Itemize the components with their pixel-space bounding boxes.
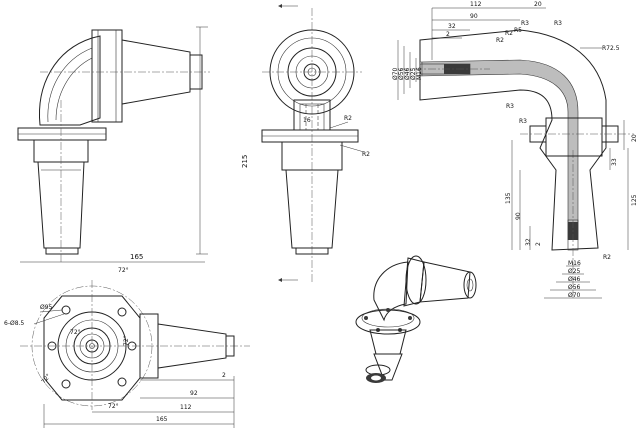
dim-90: 90 (470, 13, 478, 20)
dia-46-left: Ø46 (404, 67, 411, 80)
section-view: 112 20 90 32 2 R3 R3 R2 R5 R2 R72.5 R3 R… (392, 1, 638, 300)
label-r2-top: R2 (344, 115, 352, 122)
side-view: 16 R2 R2 (261, 4, 370, 282)
radius-r72-5: R72.5 (602, 45, 620, 52)
dim-165-bottom: 165 (156, 416, 168, 423)
dim-20-right: 20 (631, 134, 638, 142)
radius-r2-b: R2 (496, 37, 504, 44)
dim-33: 33 (611, 158, 618, 166)
dim-2: 2 (446, 31, 450, 38)
dim-32-vert: 32 (525, 238, 532, 246)
dia-95: Ø95 (40, 304, 53, 311)
angle-72-b: 72° (70, 329, 81, 336)
radius-r2-a: R2 (505, 30, 513, 37)
radius-r2-c: R2 (603, 254, 611, 261)
dim-92: 92 (190, 390, 198, 397)
m16-bottom: M16 (568, 260, 581, 267)
bottom-view: 72° 72° 72° 72° 72° Ø95 6-Ø8.5 2 92 112 … (4, 267, 250, 428)
dim-112: 112 (470, 1, 482, 8)
dim-125: 125 (631, 194, 638, 206)
angle-72-e: 72° (108, 403, 119, 410)
radius-r3-a: R3 (521, 20, 529, 27)
dim-32: 32 (448, 23, 456, 30)
angle-72-d: 72° (40, 373, 52, 386)
holes-spec: 6-Ø8.5 (4, 320, 24, 327)
label-16: 16 (303, 117, 311, 124)
radius-r3-c: R3 (506, 103, 514, 110)
m16-left: M16 (416, 67, 423, 80)
angle-72-a: 72° (118, 267, 129, 274)
dim-165: 165 (130, 253, 143, 261)
dia-70-left: Ø70 (392, 67, 399, 80)
dim-112-bottom: 112 (180, 404, 192, 411)
dim-215: 215 (241, 155, 249, 168)
dia-70-bottom: Ø70 (568, 292, 581, 299)
dim-135: 135 (505, 192, 512, 204)
isometric-view (355, 255, 477, 383)
dia-46-bottom: Ø46 (568, 276, 581, 283)
dia-25-bottom: Ø25 (568, 268, 581, 275)
dim-2-bottom: 2 (222, 372, 226, 379)
front-view: 215 165 (17, 26, 249, 263)
dia-56-left: Ø56 (398, 67, 405, 80)
dim-90-vert: 90 (515, 212, 522, 220)
radius-r5: R5 (514, 27, 522, 34)
dia-56-bottom: Ø56 (568, 284, 581, 291)
radius-r3-d: R3 (519, 118, 527, 125)
radius-r3-b: R3 (554, 20, 562, 27)
dim-20-top: 20 (534, 1, 542, 8)
label-r2-bottom: R2 (362, 151, 370, 158)
dim-2-vert: 2 (535, 242, 542, 246)
angle-72-c: 72° (123, 335, 130, 346)
dia-25-left: Ø25 (410, 67, 417, 80)
